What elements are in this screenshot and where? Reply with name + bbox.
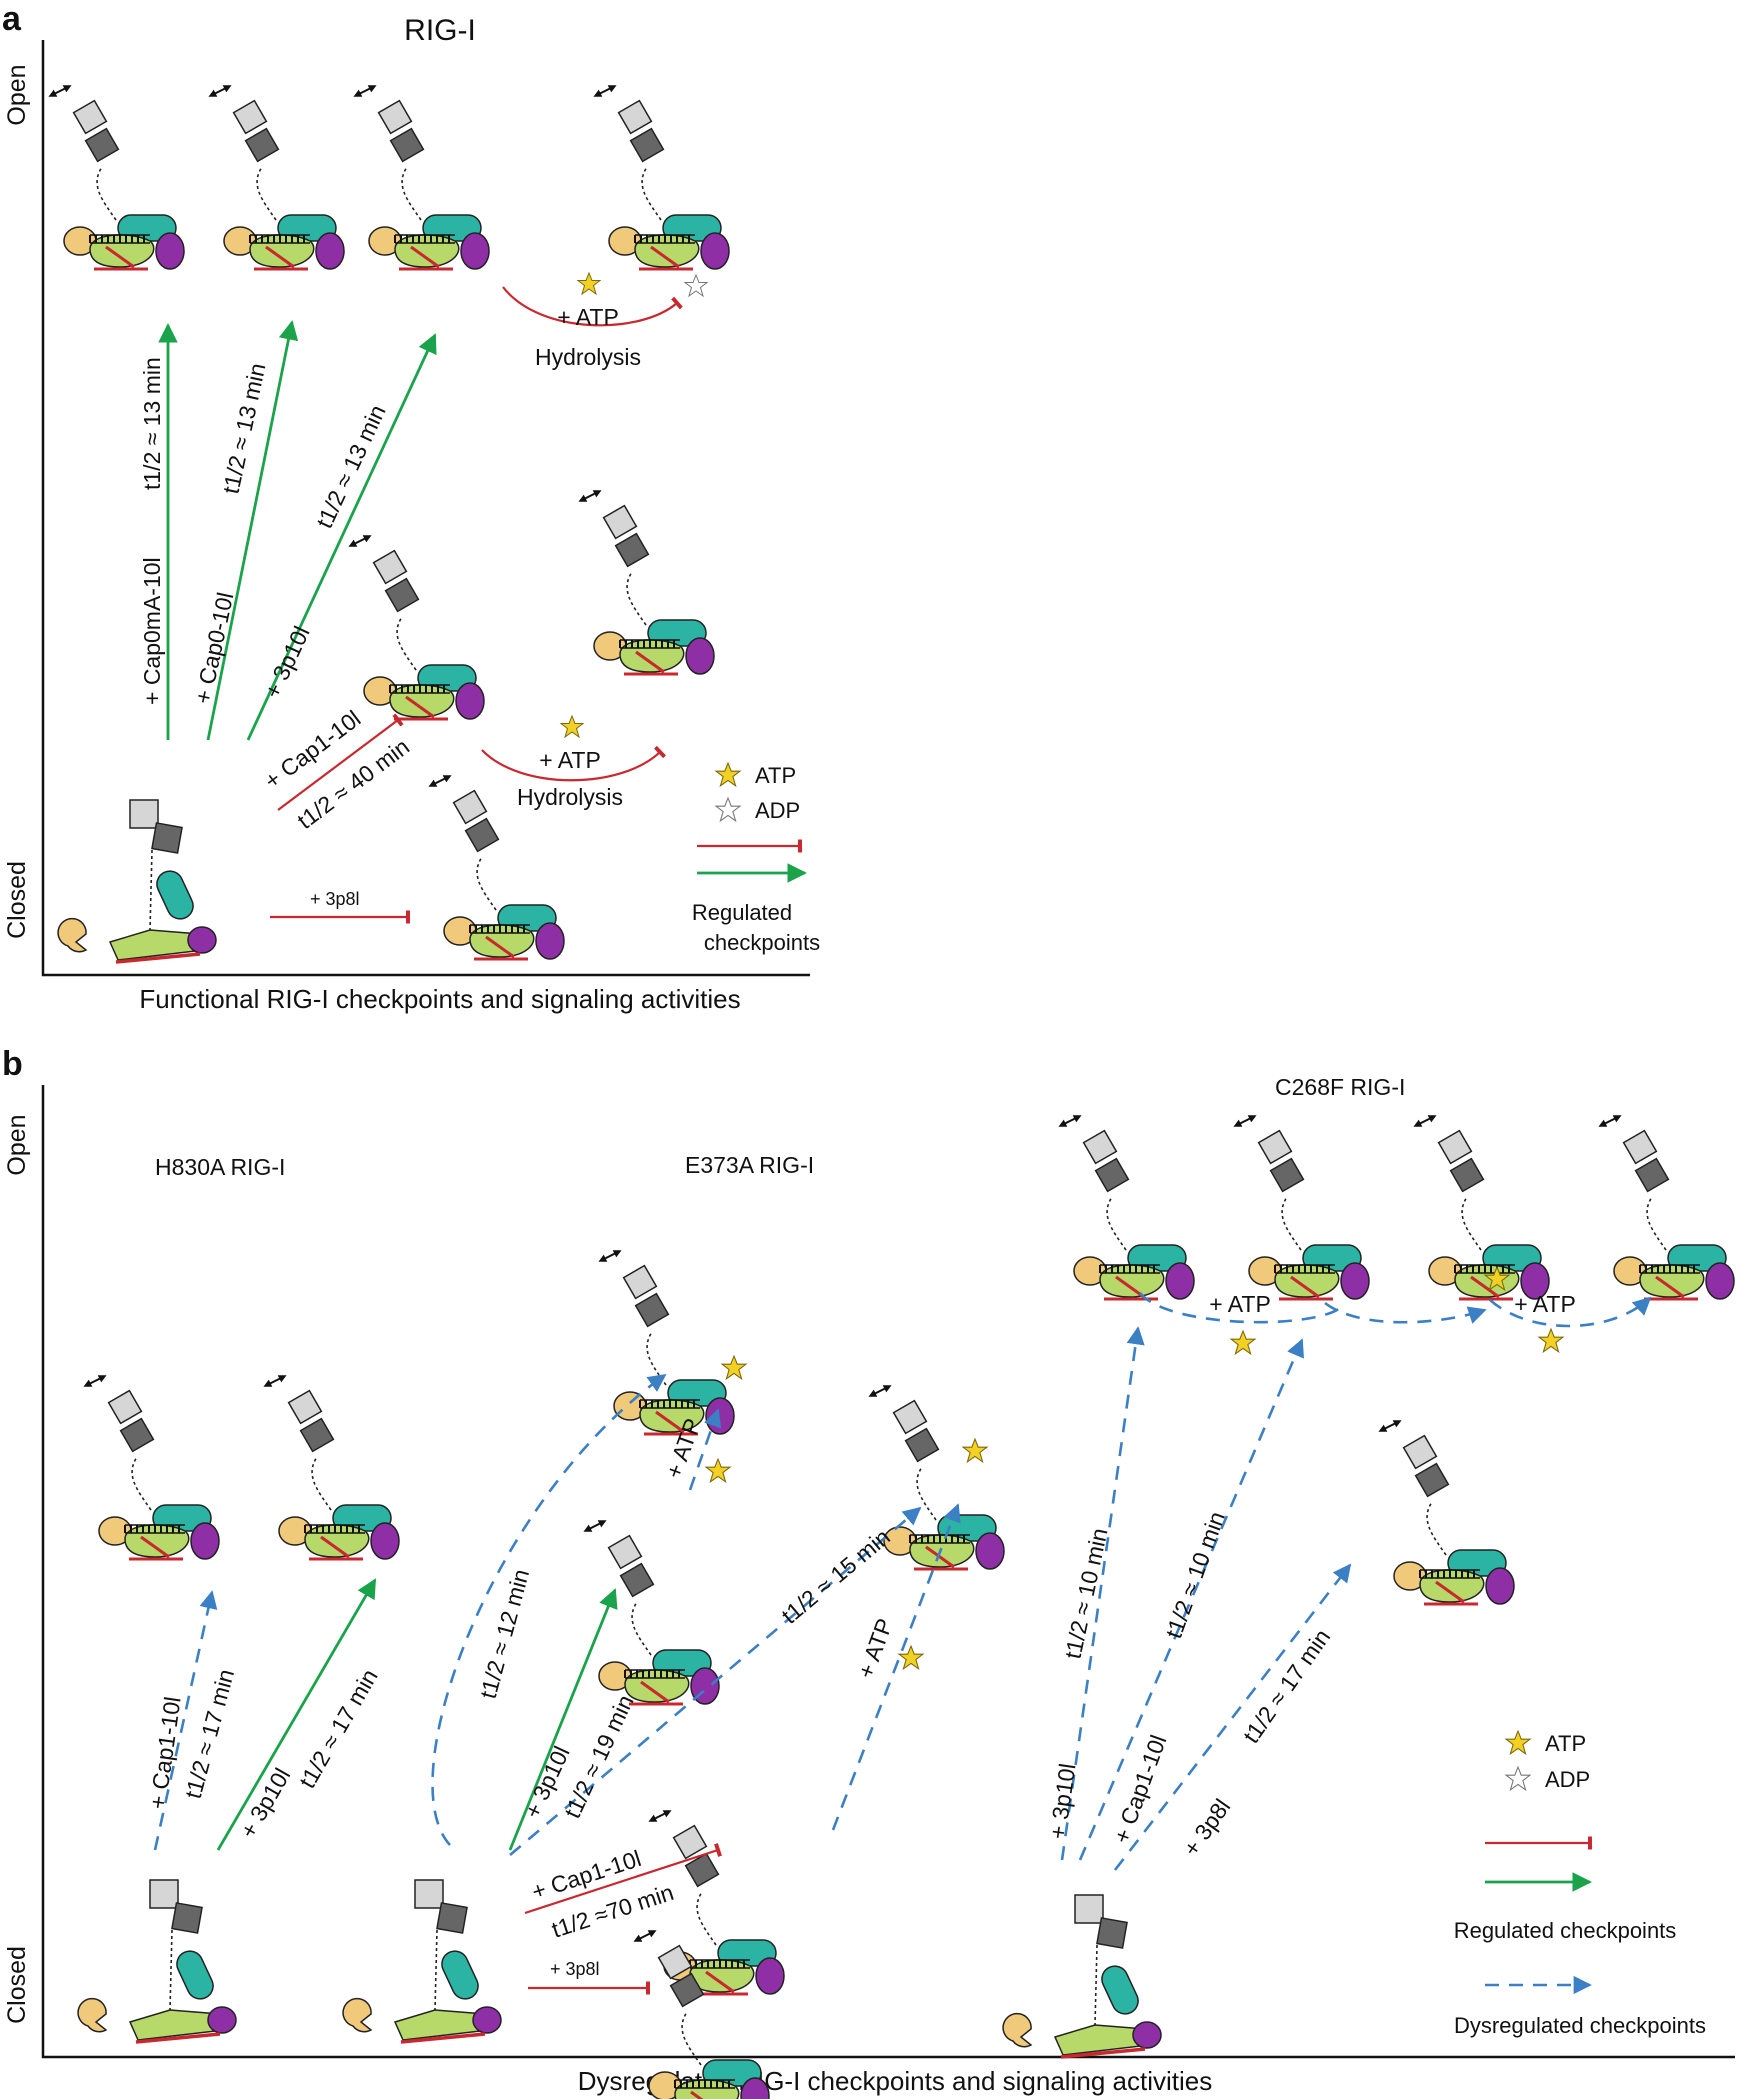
arrow-c268f-atp-2 bbox=[1489, 1296, 1652, 1328]
arrow-c268f-3p8 bbox=[1113, 1563, 1352, 1871]
rig-i-open-icon bbox=[267, 1377, 399, 1559]
legend-regulated-1: Regulated bbox=[692, 900, 792, 925]
panel-a-letter: a bbox=[2, 0, 22, 38]
label-c268f-cap1: + Cap1-10l bbox=[1108, 1731, 1171, 1846]
arrow-h830a-cap1 bbox=[153, 1590, 218, 1851]
label-c268f-t10b: t1/2 ≈ 10 min bbox=[1160, 1508, 1230, 1642]
label-c268f-3p10: + 3p10l bbox=[1044, 1762, 1080, 1841]
label-hydrolysis-mid: Hydrolysis bbox=[517, 784, 623, 810]
arrow-atp-hydrolysis-mid bbox=[481, 750, 660, 782]
mutant-c268f: C268F RIG-I bbox=[1275, 1074, 1405, 1100]
arrow-e373a-t15 bbox=[509, 1506, 922, 1856]
label-c268f-t10a: t1/2 ≈ 10 min bbox=[1059, 1526, 1112, 1661]
atp-star-icon bbox=[1505, 1730, 1531, 1755]
label-3p10: + 3p10l bbox=[259, 622, 315, 702]
legend-b-regulated: Regulated checkpoints bbox=[1454, 1918, 1677, 1943]
panel-a-y-closed: Closed bbox=[3, 861, 31, 939]
label-t13-1: t1/2 ≈ 13 min bbox=[139, 357, 165, 490]
label-e373a-t12: t1/2 ≈ 12 min bbox=[475, 1566, 534, 1701]
arrow-atp-hydrolysis-top bbox=[502, 286, 677, 327]
label-h830a-t17a: t1/2 ≈ 17 min bbox=[180, 1666, 239, 1801]
arrow-e373a-cap1-blocked bbox=[524, 1850, 718, 1915]
rig-i-open-icon bbox=[582, 492, 714, 674]
adp-star-icon bbox=[715, 797, 741, 822]
arrow-e373a-3p10 bbox=[508, 1588, 618, 1851]
label-e373a-t15: t1/2 ≈ 15 min bbox=[777, 1524, 895, 1629]
rig-i-open-icon bbox=[1062, 1117, 1194, 1299]
label-e373a-3p8: + 3p8l bbox=[550, 1959, 600, 1979]
arrow-e373a-atp-2 bbox=[831, 1503, 961, 1831]
label-e373a-atp-2: + ATP bbox=[852, 1615, 897, 1682]
panel-a-title: RIG-I bbox=[404, 14, 476, 47]
arrow-h830a-3p10 bbox=[216, 1578, 377, 1851]
panel-b-letter: b bbox=[2, 1045, 23, 1083]
arrow-3p10 bbox=[246, 333, 437, 741]
adp-star-icon bbox=[1505, 1766, 1531, 1791]
rig-i-open-icon bbox=[352, 537, 484, 719]
arrow-c268f-atp-1 bbox=[1324, 1301, 1487, 1324]
mutant-e373a: E373A RIG-I bbox=[685, 1152, 814, 1178]
rig-i-closed-icon bbox=[1001, 1893, 1163, 2059]
legend-adp: ADP bbox=[755, 798, 800, 823]
rig-i-open-icon bbox=[357, 87, 489, 269]
atp-star-icon bbox=[577, 272, 601, 295]
atp-star-icon bbox=[721, 1355, 747, 1380]
rig-i-open-icon bbox=[1602, 1117, 1734, 1299]
atp-star-icon bbox=[715, 762, 741, 787]
panel-b-legend: ATP ADP Regulated checkpoints Dysregulat… bbox=[1454, 1730, 1706, 2038]
mutant-h830a: H830A RIG-I bbox=[155, 1154, 285, 1180]
atp-star-icon bbox=[962, 1438, 988, 1463]
atp-star-icon bbox=[560, 715, 584, 738]
panel-a: a RIG-I Open Closed Functional RIG-I che… bbox=[2, 0, 820, 1014]
arrow-cap1-blocked bbox=[277, 720, 398, 811]
label-t13-2: t1/2 ≈ 13 min bbox=[217, 361, 270, 496]
rig-i-closed-icon bbox=[56, 798, 218, 964]
panel-b-axes bbox=[41, 1085, 1735, 2059]
label-atp-top: + ATP bbox=[557, 304, 619, 330]
rig-i-open-icon bbox=[602, 1252, 734, 1434]
panel-b-y-open: Open bbox=[3, 1114, 31, 1175]
label-3p8: + 3p8l bbox=[310, 889, 360, 909]
atp-star-icon bbox=[705, 1458, 731, 1483]
arrow-c268f-3p10 bbox=[1060, 1326, 1145, 1861]
rig-i-open-icon bbox=[1382, 1422, 1514, 1604]
rig-i-open-icon bbox=[52, 87, 184, 269]
rig-i-closed-icon bbox=[341, 1878, 503, 2044]
legend-atp: ATP bbox=[755, 763, 796, 788]
rig-i-open-icon bbox=[597, 87, 729, 269]
label-c268f-atp-2: + ATP bbox=[1514, 1291, 1576, 1317]
panel-a-legend: ATP ADP Regulated checkpoints bbox=[692, 762, 820, 955]
label-c268f-atp-1: + ATP bbox=[1209, 1291, 1271, 1317]
panel-a-axes bbox=[41, 40, 810, 977]
label-h830a-t17b: t1/2 ≈ 17 min bbox=[294, 1664, 383, 1792]
adp-star-icon bbox=[684, 274, 708, 297]
legend-regulated-2: checkpoints bbox=[704, 930, 820, 955]
arrow-c268f-atp-link bbox=[1138, 1292, 1347, 1324]
legend-b-adp: ADP bbox=[1545, 1767, 1590, 1792]
legend-b-atp: ATP bbox=[1545, 1731, 1586, 1756]
label-cap0: + Cap0-10l bbox=[189, 590, 238, 706]
rig-i-closed-icon bbox=[76, 1878, 238, 2044]
arrow-e373a-t12 bbox=[431, 1373, 667, 1846]
label-c268f-3p8: + 3p8l bbox=[1178, 1794, 1236, 1861]
rig-i-open-icon bbox=[212, 87, 344, 269]
panel-b: b Open Closed Dysregulated RIG-I checkpo… bbox=[2, 1045, 1735, 2099]
atp-star-icon bbox=[1230, 1330, 1256, 1355]
label-c268f-t17: t1/2 ≈ 17 min bbox=[1238, 1624, 1335, 1748]
panel-a-caption: Functional RIG-I checkpoints and signali… bbox=[139, 984, 740, 1014]
rig-i-open-icon bbox=[1417, 1117, 1549, 1299]
rig-i-open-icon bbox=[87, 1377, 219, 1559]
atp-star-icon bbox=[1538, 1328, 1564, 1353]
label-hydrolysis-top: Hydrolysis bbox=[535, 344, 641, 370]
label-atp-mid: + ATP bbox=[539, 747, 601, 773]
rig-i-open-icon bbox=[1237, 1117, 1369, 1299]
label-cap0ma: + Cap0mA-10l bbox=[139, 557, 165, 705]
panel-b-y-closed: Closed bbox=[3, 1946, 31, 2024]
legend-b-dysregulated: Dysregulated checkpoints bbox=[1454, 2013, 1706, 2038]
arrow-cap0 bbox=[206, 320, 299, 741]
label-t13-3: t1/2 ≈ 13 min bbox=[311, 401, 391, 532]
panel-a-y-open: Open bbox=[3, 64, 31, 125]
